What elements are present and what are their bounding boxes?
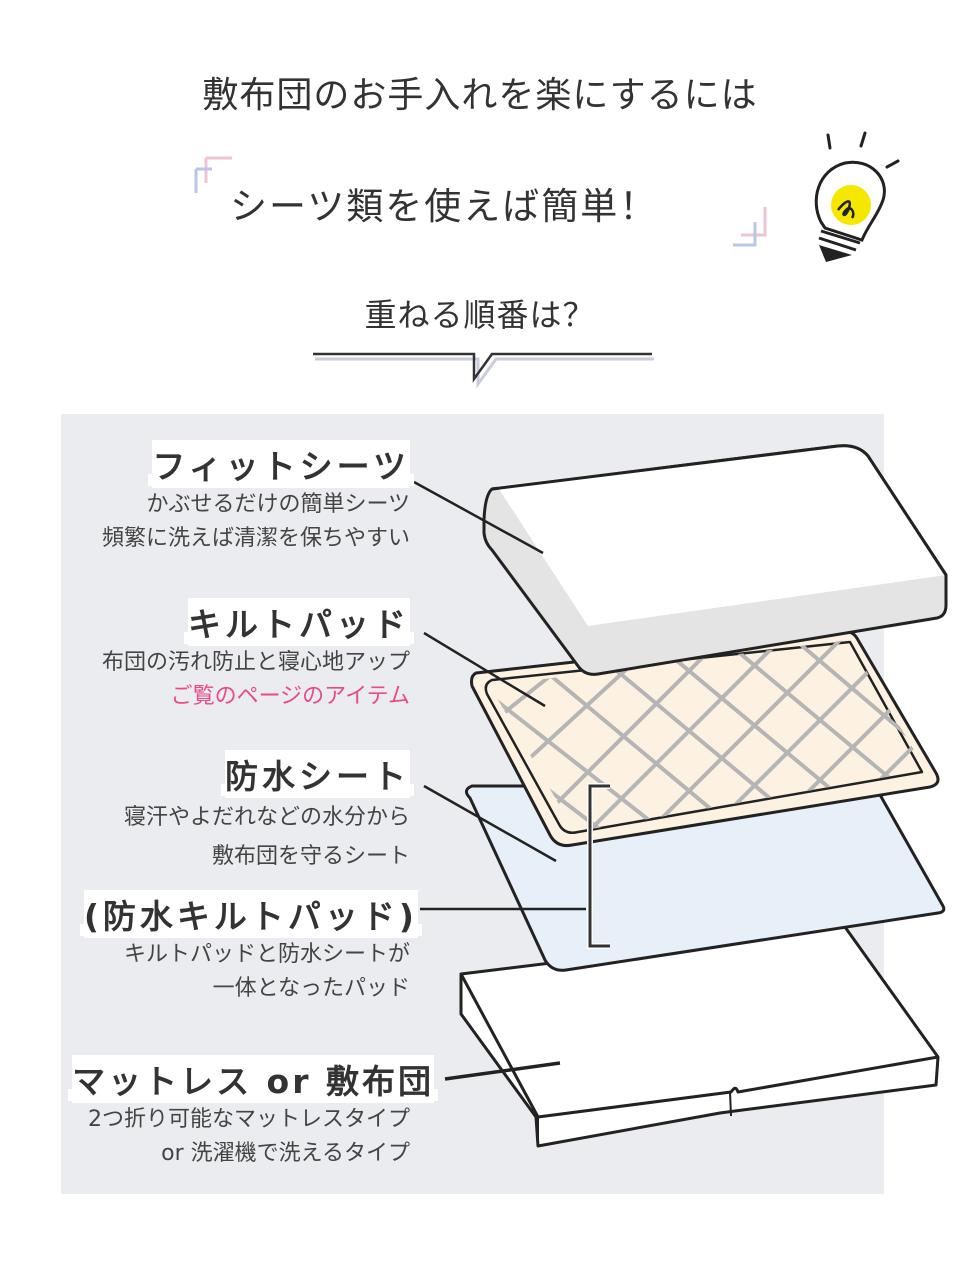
layer-title: 防水シート bbox=[221, 750, 414, 798]
layer-title: キルトパッド bbox=[184, 598, 414, 646]
layer-label-mattress: マットレス or 敷布団 2つ折り可能なマットレスタイプ or 洗濯機で洗えるタ… bbox=[0, 1055, 438, 1185]
headline: 敷布団のお手入れを楽にするには bbox=[202, 75, 758, 116]
layer-description: or 洗濯機で洗えるタイプ bbox=[161, 1141, 410, 1166]
layer-description: キルトパッドと防水シートが bbox=[123, 942, 410, 967]
layer-description: 布団の汚れ防止と寝心地アップ bbox=[101, 650, 410, 675]
current-page-item-note: ご覧のページのアイテム bbox=[170, 684, 410, 709]
layer-title: マットレス or 敷布団 bbox=[68, 1055, 438, 1103]
layer-description: 敷布団を守るシート bbox=[211, 844, 410, 869]
layer-label-quilt-pad: キルトパッド 布団の汚れ防止と寝心地アップ ご覧のページのアイテム bbox=[0, 598, 414, 728]
mattress-illustration bbox=[459, 925, 940, 1148]
layer-label-waterproof-sheet: 防水シート 寝汗やよだれなどの水分から 敷布団を守るシート bbox=[0, 750, 414, 880]
layer-description: 2つ折り可能なマットレスタイプ bbox=[88, 1107, 410, 1132]
question-heading: 重ねる順番は？ bbox=[364, 296, 596, 334]
layer-description: 寝汗やよだれなどの水分から bbox=[123, 805, 410, 830]
layer-title: フィットシーツ bbox=[148, 440, 414, 488]
layer-label-waterproof-quilt-pad: (防水キルトパッド) キルトパッドと防水シートが 一体となったパッド bbox=[0, 890, 422, 1010]
layer-description: 一体となったパッド bbox=[212, 976, 410, 1001]
layer-label-fitted-sheet: フィットシーツ かぶせるだけの簡単シーツ 頻繁に洗えば清潔を保ちやすい bbox=[0, 440, 414, 570]
layer-description: 頻繁に洗えば清潔を保ちやすい bbox=[101, 526, 410, 551]
fitted-sheet-illustration bbox=[482, 444, 948, 676]
subheadline: シーツ類を使えば簡単！ bbox=[230, 185, 659, 228]
layer-description: かぶせるだけの簡単シーツ bbox=[146, 492, 410, 517]
layer-title: (防水キルトパッド) bbox=[79, 890, 422, 938]
